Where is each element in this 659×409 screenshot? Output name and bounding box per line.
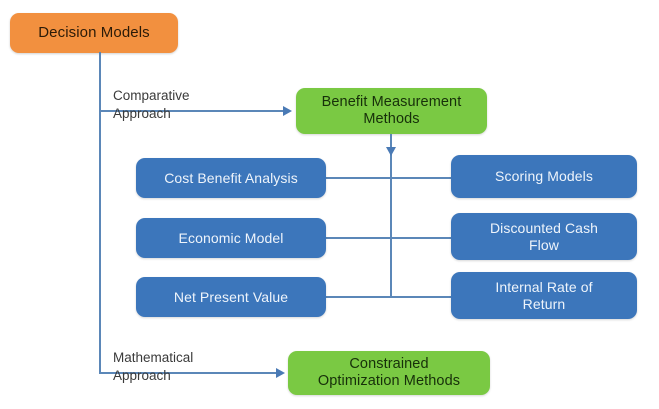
node-scoring-models-label: Scoring Models (495, 168, 593, 185)
edge-label-mathematical-approach: Mathematical Approach (113, 350, 194, 384)
node-decision-models[interactable]: Decision Models (10, 13, 178, 53)
edge-mathematical-line (99, 372, 277, 374)
edge-label-comparative-approach: Comparative Approach (113, 88, 190, 122)
spine-arrowhead-icon (386, 147, 396, 156)
node-constrained-optimization-methods[interactable]: Constrained Optimization Methods (288, 351, 490, 395)
node-cost-benefit-analysis[interactable]: Cost Benefit Analysis (136, 158, 326, 198)
row-connector-3 (326, 296, 452, 298)
node-constrained-optimization-methods-label: Constrained Optimization Methods (317, 355, 461, 389)
node-internal-rate-of-return-label: Internal Rate of Return (495, 278, 593, 312)
row-connector-1 (326, 177, 452, 179)
node-decision-models-label: Decision Models (38, 24, 150, 42)
node-benefit-measurement-methods-label: Benefit Measurement Methods (321, 93, 462, 127)
node-discounted-cash-flow[interactable]: Discounted Cash Flow (451, 213, 637, 260)
node-benefit-measurement-methods[interactable]: Benefit Measurement Methods (296, 88, 487, 134)
row-connector-2 (326, 237, 452, 239)
node-economic-model-label: Economic Model (178, 229, 284, 246)
node-discounted-cash-flow-label: Discounted Cash Flow (489, 219, 599, 253)
edge-comparative-line (99, 110, 284, 112)
node-internal-rate-of-return[interactable]: Internal Rate of Return (451, 272, 637, 319)
node-economic-model[interactable]: Economic Model (136, 218, 326, 258)
node-cost-benefit-analysis-label: Cost Benefit Analysis (164, 169, 298, 186)
trunk-vertical-line (99, 52, 101, 374)
node-scoring-models[interactable]: Scoring Models (451, 155, 637, 198)
edge-mathematical-arrowhead-icon (276, 368, 285, 378)
edge-comparative-arrowhead-icon (283, 106, 292, 116)
spine-vertical-line (390, 134, 392, 298)
node-net-present-value[interactable]: Net Present Value (136, 277, 326, 317)
node-net-present-value-label: Net Present Value (173, 288, 289, 305)
